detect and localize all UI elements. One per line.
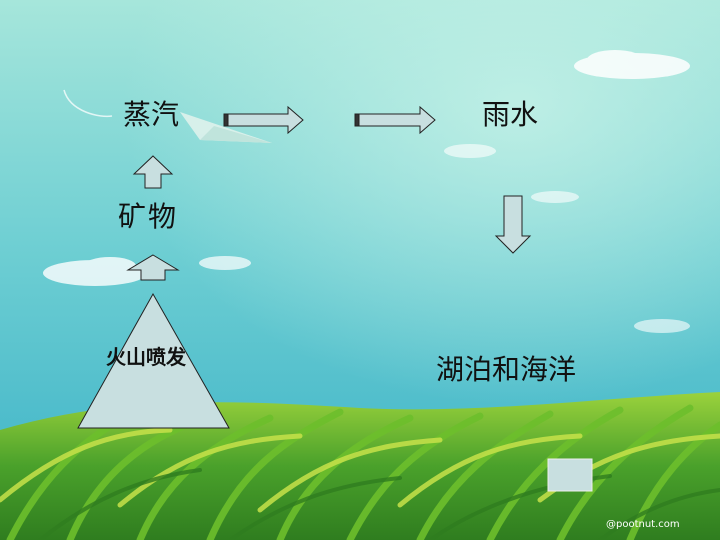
cloud — [199, 256, 251, 270]
grass-field — [0, 392, 720, 540]
arrow-volcano-to-mineral — [126, 254, 180, 281]
placeholder-box — [547, 458, 593, 492]
volcano-triangle — [77, 292, 230, 429]
node-mineral: 矿物 — [118, 200, 179, 233]
paper-plane — [63, 89, 272, 143]
cloud — [444, 144, 690, 333]
arrow-steam-to-rain-1 — [223, 105, 304, 135]
node-lakes-seas: 湖泊和海洋 — [436, 353, 577, 386]
node-volcano: 火山喷发 — [106, 345, 186, 369]
arrow-steam-to-rain-2 — [354, 105, 436, 135]
cloud — [574, 50, 690, 79]
watermark: @pootnut.com — [606, 519, 680, 530]
arrow-rain-to-lakes — [494, 195, 532, 254]
node-rain: 雨水 — [482, 98, 539, 131]
node-steam: 蒸汽 — [123, 98, 180, 131]
cloud — [43, 257, 147, 286]
arrow-mineral-to-steam — [132, 155, 174, 189]
